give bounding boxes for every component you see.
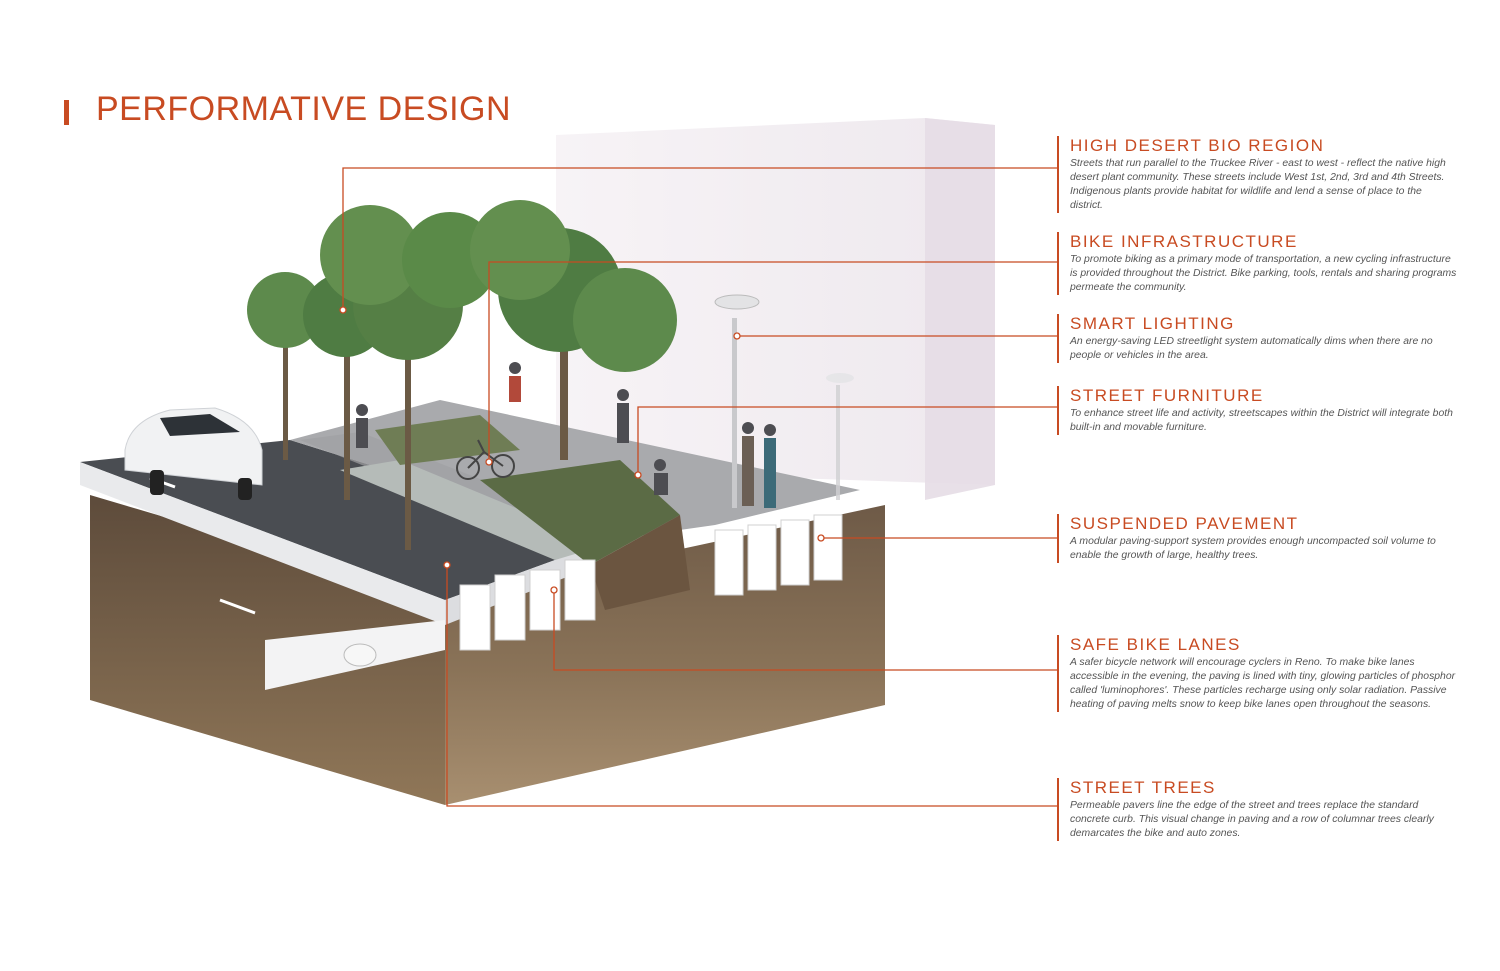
annotation-body: Streets that run parallel to the Truckee…	[1070, 158, 1446, 211]
annotation-street-furniture: STREET FURNITURE To enhance street life …	[1057, 386, 1457, 435]
annotation-body: A safer bicycle network will encourage c…	[1070, 657, 1456, 710]
utility-conduits	[265, 620, 445, 690]
trees	[247, 200, 677, 550]
building-volume	[556, 118, 995, 500]
car	[124, 407, 263, 500]
annotation-title: SAFE BIKE LANES	[1070, 635, 1241, 654]
people	[356, 362, 776, 508]
annotation-body: To promote biking as a primary mode of t…	[1070, 254, 1457, 293]
annotation-title: STREET FURNITURE	[1070, 386, 1264, 405]
annotation-title: HIGH DESERT BIO REGION	[1070, 136, 1325, 155]
leader-lines	[342, 167, 1057, 807]
leader-dots	[339, 306, 825, 594]
parked-bicycle	[456, 439, 515, 480]
page-title: PERFORMATIVE DESIGN	[96, 90, 512, 128]
annotation-title: BIKE INFRASTRUCTURE	[1070, 232, 1298, 251]
annotation-high-desert-bio-region: HIGH DESERT BIO REGION Streets that run …	[1057, 136, 1457, 213]
annotation-title: SMART LIGHTING	[1070, 314, 1235, 333]
annotation-street-trees: STREET TREES Permeable pavers line the e…	[1057, 778, 1457, 841]
annotation-body: To enhance street life and activity, str…	[1070, 408, 1453, 433]
annotation-safe-bike-lanes: SAFE BIKE LANES A safer bicycle network …	[1057, 635, 1457, 712]
annotation-title: SUSPENDED PAVEMENT	[1070, 514, 1299, 533]
annotation-title: STREET TREES	[1070, 778, 1216, 797]
annotation-suspended-pavement: SUSPENDED PAVEMENT A modular paving-supp…	[1057, 514, 1457, 563]
suspended-pavement-cells	[459, 514, 843, 651]
title-accent-bar	[64, 100, 69, 125]
annotation-body: An energy-saving LED streetlight system …	[1070, 336, 1433, 361]
annotation-bike-infrastructure: BIKE INFRASTRUCTURE To promote biking as…	[1057, 232, 1457, 295]
streetlights	[714, 294, 854, 508]
annotation-smart-lighting: SMART LIGHTING An energy-saving LED stre…	[1057, 314, 1457, 363]
annotation-body: A modular paving-support system provides…	[1070, 536, 1436, 561]
annotation-body: Permeable pavers line the edge of the st…	[1070, 800, 1434, 839]
